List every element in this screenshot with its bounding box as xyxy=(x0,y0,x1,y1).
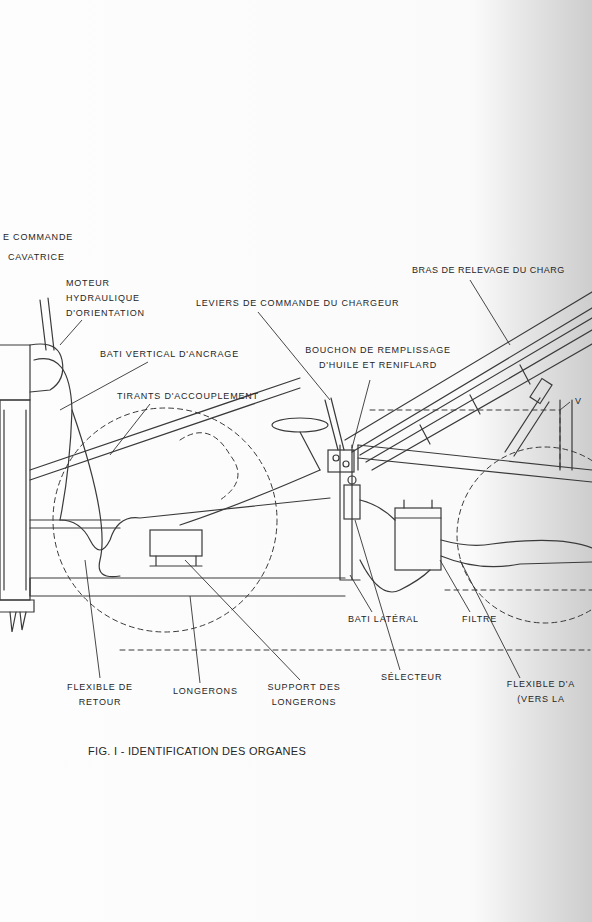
part-label: BOUCHON DE REMPLISSAGE D'HUILE ET RENIFL… xyxy=(292,343,464,373)
part-label: FLEXIBLE D'A (VERS LA xyxy=(494,677,588,707)
part-label: BATI LATÉRAL xyxy=(348,612,419,627)
part-label: LEVIERS DE COMMANDE DU CHARGEUR xyxy=(196,296,399,311)
figure-caption: FIG. I - IDENTIFICATION DES ORGANES xyxy=(88,744,306,759)
part-label: FILTRE xyxy=(462,612,497,627)
part-label: BRAS DE RELEVAGE DU CHARG xyxy=(412,263,565,278)
part-label: SÉLECTEUR xyxy=(381,670,442,685)
part-label: FLEXIBLE DE RETOUR xyxy=(62,680,138,710)
part-label: BATI VERTICAL D'ANCRAGE xyxy=(100,347,239,362)
part-label: SUPPORT DES LONGERONS xyxy=(258,680,350,710)
part-label: V xyxy=(575,394,582,409)
part-label: E COMMANDE xyxy=(3,230,73,245)
part-label: TIRANTS D'ACCOUPLEMENT xyxy=(117,389,259,404)
part-label: LONGERONS xyxy=(173,684,238,699)
part-label: MOTEUR HYDRAULIQUE D'ORIENTATION xyxy=(66,276,158,321)
part-label: CAVATRICE xyxy=(8,250,65,265)
